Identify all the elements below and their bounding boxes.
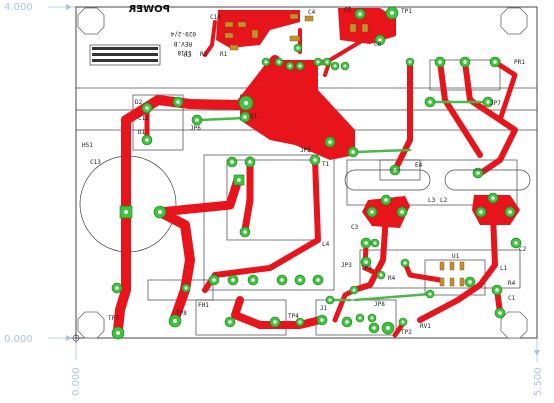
label-fh1: FH1: [198, 302, 209, 309]
label-l3-l2: L3: [428, 197, 436, 204]
label-c13: C13: [90, 159, 101, 166]
copper-pours: [216, 8, 520, 228]
label-tp7: TP7: [108, 315, 119, 322]
label-rv1: RV1: [420, 323, 431, 330]
label-r3: R3: [184, 52, 192, 59]
smd-components: [224, 13, 465, 287]
label-r4: R4: [508, 280, 516, 287]
label-t1: T1: [322, 161, 330, 168]
label-c1: C1: [508, 295, 516, 302]
label-j1: J1: [320, 305, 328, 312]
label-c5: C5: [344, 7, 352, 14]
label-jp7: JP7: [490, 100, 501, 107]
pads: [111, 6, 522, 340]
mounting-holes: [77, 7, 528, 339]
label-c2: C2: [519, 246, 527, 253]
label-d1: D1: [138, 129, 146, 136]
power-logo: POWER: [128, 4, 170, 15]
silkscreen-block: [92, 47, 158, 62]
pad-group-left: [111, 96, 203, 340]
dimension-lines: [48, 4, 540, 362]
label-l4: L4: [322, 241, 330, 248]
label-hs1: HS1: [82, 142, 93, 149]
label-jp2: JP2: [300, 147, 311, 154]
label-u1: U1: [452, 253, 460, 260]
label-jp3: JP3: [341, 262, 352, 269]
pad-group-center: [208, 95, 359, 286]
label-r1: R1: [220, 51, 228, 58]
label-pr1: PR1: [514, 59, 525, 66]
label-tp1: TP1: [401, 8, 412, 15]
dim-y-origin: 0.000: [4, 334, 33, 345]
label-tp2: TP2: [401, 329, 412, 336]
label-d2: D2: [135, 99, 143, 106]
label-tp4: TP4: [288, 313, 299, 320]
board-text-2: REV.B: [174, 40, 192, 47]
label-l1: L1: [500, 265, 508, 272]
label-jp6: JP6: [190, 125, 201, 132]
label-c6: C6: [374, 41, 382, 48]
label-q1: Q1: [250, 113, 258, 120]
copper-traces: [113, 12, 518, 338]
oval-slots: [344, 169, 531, 191]
board-text-1: 029-2/4: [170, 30, 196, 37]
label-c12: C12: [138, 115, 149, 122]
dim-y-top: 4.000: [4, 2, 33, 13]
board-text: 029-2/4 REV.B 1118: [170, 30, 196, 56]
dim-x-origin: 0.000: [71, 367, 82, 396]
board-outline: [75, 6, 538, 339]
pad-group-right: [360, 164, 522, 319]
board-text-3: 1118: [177, 49, 192, 56]
label-c14: C14: [210, 14, 221, 21]
jumper-lines: [198, 100, 490, 302]
label-c3: C3: [351, 224, 359, 231]
label-tp8: TP8: [176, 310, 187, 317]
reference-labels: C14 R3 R2 R1 C5 C6 C4 TP1 PR1 D2 C12 D1 …: [82, 7, 527, 336]
label-r2: R2: [200, 51, 208, 58]
dim-x-right: 5.500: [533, 367, 544, 396]
pad-group-bottom: [224, 285, 408, 335]
label-r4b: R4: [388, 275, 396, 282]
label-c4: C4: [308, 9, 316, 16]
label-jp8: JP8: [374, 301, 385, 308]
label-tp3: TP3: [361, 265, 372, 272]
pad-group-top: [261, 6, 501, 108]
label-e4: E4: [415, 162, 423, 169]
label-l2: L2: [440, 197, 448, 204]
